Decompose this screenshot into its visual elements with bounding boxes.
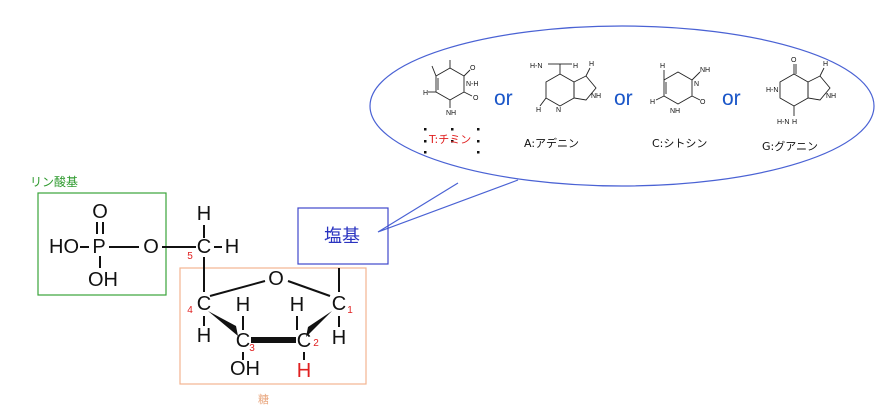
carbon-number-3: 3	[249, 343, 255, 354]
svg-text:N-H: N-H	[466, 81, 478, 88]
svg-text:H: H	[589, 61, 594, 68]
atom-oh-c3: OH	[230, 358, 260, 380]
svg-text:H-N: H-N	[766, 87, 778, 94]
atom-ring-o: O	[268, 268, 284, 290]
sugar-box	[179, 267, 367, 385]
svg-text:H: H	[573, 63, 578, 70]
carbon-number-5: 5	[187, 251, 193, 262]
thymine-highlight-dots	[424, 128, 480, 154]
svg-text:N: N	[694, 81, 699, 88]
atom-c3: C	[235, 330, 251, 352]
phosphate-group-label: リン酸基	[30, 175, 79, 189]
atom-h-c5-top: H	[196, 203, 212, 225]
base-label: 塩基	[324, 226, 360, 247]
svg-text:H-N: H-N	[777, 119, 789, 126]
or-3: or	[722, 87, 741, 110]
atom-oh: OH	[88, 269, 118, 291]
guanine-structure	[779, 64, 831, 116]
atom-h-c1: H	[331, 327, 347, 349]
svg-text:NH: NH	[591, 93, 601, 100]
base-name-guanine: G:グアニン	[762, 140, 819, 153]
atom-c2: C	[296, 330, 312, 352]
phosphate-bonds	[80, 222, 196, 268]
svg-text:O: O	[473, 95, 479, 102]
base-name-thymine: T:チミン	[429, 133, 472, 146]
svg-text:O: O	[791, 57, 797, 64]
svg-text:O: O	[700, 99, 706, 106]
bubble-tail	[377, 179, 519, 233]
base-options-bubble	[369, 25, 875, 187]
sugar-label: 糖	[258, 393, 269, 406]
phosphate-box	[37, 192, 167, 296]
wedge-1-2	[306, 311, 332, 337]
atom-c1: C	[331, 293, 347, 315]
svg-text:N: N	[556, 107, 561, 114]
svg-text:NH: NH	[700, 67, 710, 74]
svg-text:H: H	[536, 107, 541, 114]
base-box	[297, 207, 389, 265]
svg-text:NH: NH	[826, 93, 836, 100]
svg-text:H: H	[660, 63, 665, 70]
atom-h-c3-up: H	[235, 294, 251, 316]
atom-c5: C	[196, 236, 212, 258]
atom-h-c2-up: H	[289, 294, 305, 316]
adenine-structure	[539, 63, 597, 107]
svg-text:H: H	[823, 61, 828, 68]
base-name-cytosine: C:シトシン	[652, 137, 708, 150]
atom-ho: HO	[49, 236, 79, 258]
atom-p: P	[92, 236, 106, 258]
svg-text:NH: NH	[446, 110, 456, 117]
thymine-structure	[428, 60, 473, 108]
or-2: or	[614, 87, 633, 110]
svg-text:NH: NH	[670, 108, 680, 115]
atom-c4: C	[196, 293, 212, 315]
carbon-number-2: 2	[313, 338, 319, 349]
cytosine-structure	[655, 70, 701, 105]
atom-h-c2-down: H	[296, 360, 312, 382]
atom-h-c4: H	[196, 325, 212, 347]
carbon-number-4: 4	[187, 305, 193, 316]
svg-text:H: H	[792, 119, 797, 126]
carbon-number-1: 1	[347, 305, 353, 316]
atom-o-ester: O	[143, 236, 159, 258]
sugar-bonds	[203, 225, 340, 360]
or-1: or	[494, 87, 513, 110]
svg-text:O: O	[470, 65, 476, 72]
wedge-4-3	[208, 311, 238, 336]
base-name-adenine: A:アデニン	[524, 137, 580, 150]
svg-text:H-N: H-N	[530, 63, 542, 70]
atom-o-double: O	[92, 201, 108, 223]
svg-text:H: H	[423, 90, 428, 97]
atom-h-c5-right: H	[224, 236, 240, 258]
svg-text:H: H	[650, 99, 655, 106]
